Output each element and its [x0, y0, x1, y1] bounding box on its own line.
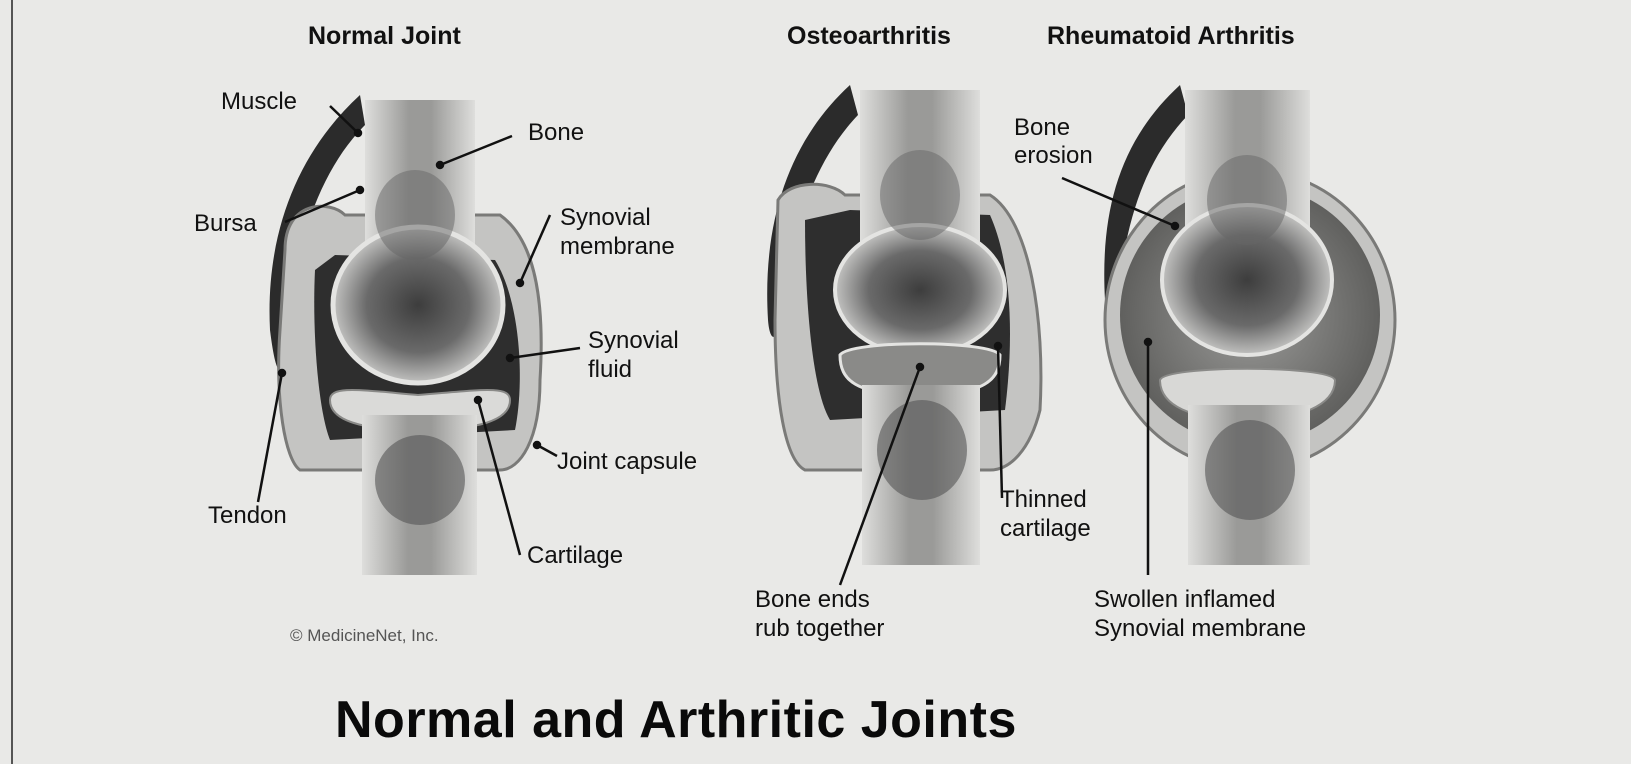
label-bone-erosion-2: erosion: [1014, 142, 1093, 170]
label-bone-ends-1: Bone ends: [755, 586, 870, 614]
label-muscle: Muscle: [221, 88, 297, 116]
label-thinned-cartilage-2: cartilage: [1000, 515, 1091, 543]
label-bursa: Bursa: [194, 210, 257, 238]
osteo-upper-texture: [880, 150, 960, 240]
label-synovial-membrane-2: membrane: [560, 233, 675, 261]
label-thinned-cartilage-1: Thinned: [1000, 486, 1087, 514]
rheum-lower-texture: [1205, 420, 1295, 520]
label-synovial-fluid-2: fluid: [588, 356, 632, 384]
figure-title: Normal and Arthritic Joints: [335, 690, 1017, 750]
label-bone-erosion-1: Bone: [1014, 114, 1070, 142]
normal-joint-illustration: [270, 95, 542, 575]
label-bone: Bone: [528, 119, 584, 147]
heading-osteoarthritis: Osteoarthritis: [787, 22, 951, 51]
leader-tendon: [258, 373, 282, 502]
normal-upper-texture: [375, 170, 455, 260]
normal-lower-texture: [375, 435, 465, 525]
label-cartilage: Cartilage: [527, 542, 623, 570]
copyright-notice: © MedicineNet, Inc.: [290, 626, 439, 646]
label-joint-capsule: Joint capsule: [557, 448, 697, 476]
label-synovial-fluid-1: Synovial: [588, 327, 679, 355]
osteo-upper-head: [835, 225, 1005, 355]
label-swollen-1: Swollen inflamed: [1094, 586, 1275, 614]
heading-rheumatoid-arthritis: Rheumatoid Arthritis: [1047, 22, 1295, 51]
label-synovial-membrane-1: Synovial: [560, 204, 651, 232]
label-swollen-2: Synovial membrane: [1094, 615, 1306, 643]
label-bone-ends-2: rub together: [755, 615, 884, 643]
label-tendon: Tendon: [208, 502, 287, 530]
rheum-upper-texture: [1207, 155, 1287, 245]
heading-normal-joint: Normal Joint: [308, 22, 461, 51]
